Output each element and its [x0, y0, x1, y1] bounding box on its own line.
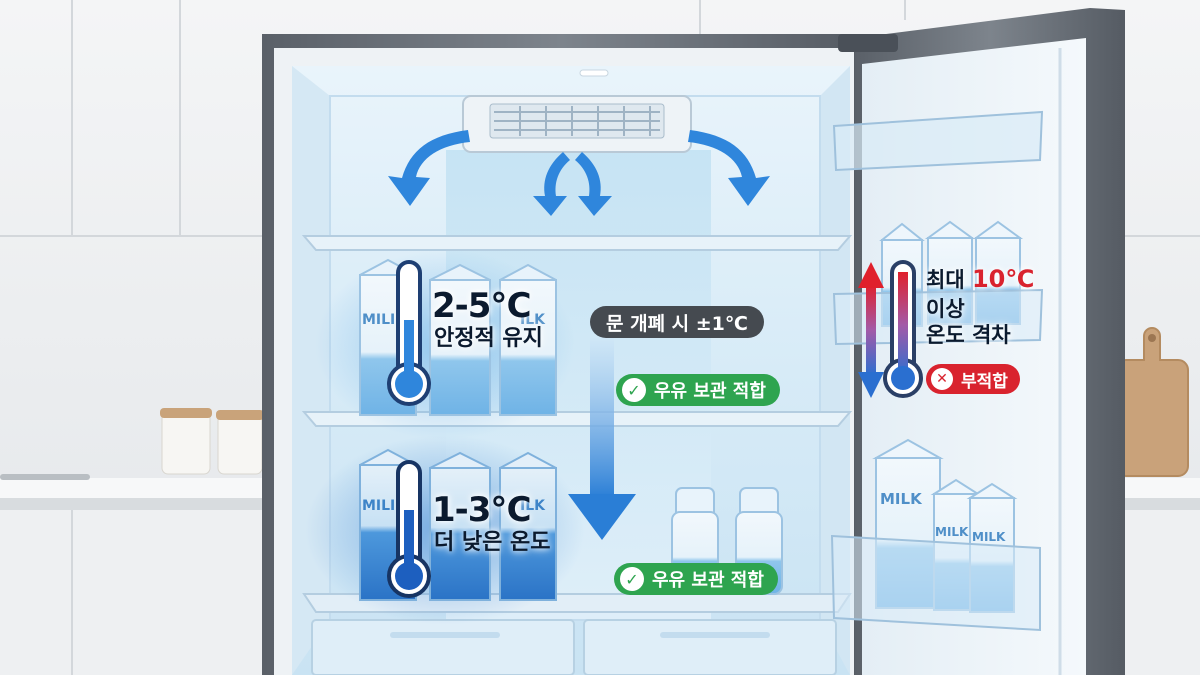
carton-label-lower-right: ILK — [520, 498, 545, 514]
door-opening-note: 문 개폐 시 ±1℃ — [590, 306, 764, 338]
door-bin-top — [832, 110, 1044, 172]
lower-shelf-description: 더 낮은 온도 — [434, 530, 551, 555]
carton-label-upper: MILI — [362, 312, 396, 328]
lower-shelf-temperature: 1-3℃ — [432, 490, 532, 530]
carton-label-lower: MILI — [362, 498, 396, 514]
upper-shelf-temperature: 2-5℃ — [432, 286, 532, 326]
door-carton-label-small-2: MILK — [972, 530, 1006, 544]
unsuitable-badge: ✕ 부적합 — [926, 364, 1020, 394]
door-over-line: 이상 — [926, 297, 965, 321]
suitable-badge-lower: ✓ 우유 보관 적합 — [614, 563, 778, 595]
suitable-badge-lower-text: 우유 보관 적합 — [652, 570, 764, 591]
check-icon: ✓ — [622, 378, 646, 402]
carton-label-upper-right: ILK — [520, 312, 545, 328]
check-icon: ✓ — [620, 567, 644, 591]
door-temp-gap-line: 온도 격차 — [926, 323, 1011, 347]
airflow-arrows — [388, 130, 770, 216]
suitable-badge-upper: ✓ 우유 보관 적합 — [616, 374, 780, 406]
temperature-drop-arrow — [568, 338, 636, 540]
suitable-badge-upper-text: 우유 보관 적합 — [654, 381, 766, 402]
door-carton-label-big: MILK — [880, 490, 922, 508]
thermometer-icon-upper — [387, 260, 431, 406]
door-max-prefix: 최대 — [926, 268, 965, 292]
door-max-value: 10℃ — [971, 265, 1035, 293]
door-opening-note-text: 문 개폐 시 ±1℃ — [606, 312, 748, 335]
door-thermometer-icon — [883, 260, 923, 398]
door-carton-label-small-1: MILK — [935, 525, 969, 539]
cross-icon: ✕ — [931, 368, 953, 390]
upper-shelf-description: 안정적 유지 — [434, 326, 543, 351]
unsuitable-badge-text: 부적합 — [961, 371, 1008, 392]
thermometer-icon-lower — [387, 460, 431, 598]
door-max-line: 최대 10℃ — [926, 266, 1034, 293]
temperature-swing-arrow — [858, 262, 884, 398]
